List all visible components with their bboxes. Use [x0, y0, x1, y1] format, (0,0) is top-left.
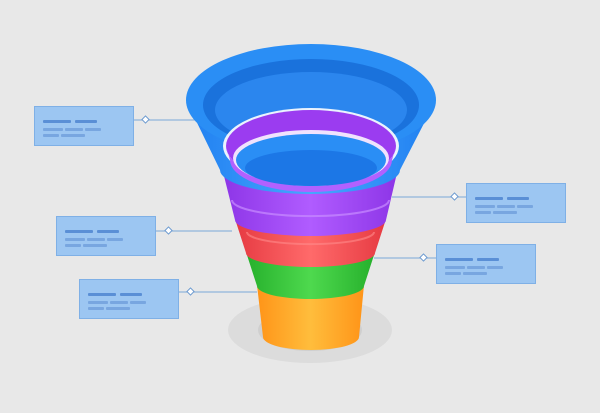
callout-box-5 [79, 279, 179, 319]
callout-box-1 [34, 106, 134, 146]
callout-box-3 [56, 216, 156, 256]
connector-diamond-purple [450, 192, 459, 201]
connector-diamond-red [164, 226, 173, 235]
funnel-tier-red [235, 219, 386, 268]
callout-box-2 [466, 183, 566, 223]
funnel-opening-purple [223, 108, 399, 192]
connector-diamond-blue [141, 115, 150, 124]
funnel-tier-orange [257, 285, 364, 350]
connector-diamond-orange [186, 287, 195, 296]
funnel-tier-green [246, 252, 375, 299]
connector-diamonds [141, 115, 459, 296]
connector-diamond-green [419, 253, 428, 262]
callout-box-4 [436, 244, 536, 284]
